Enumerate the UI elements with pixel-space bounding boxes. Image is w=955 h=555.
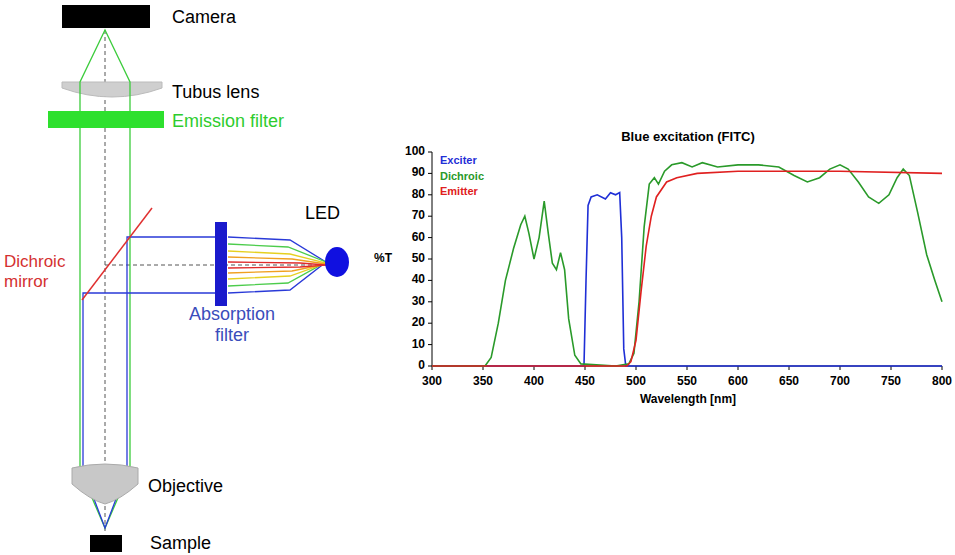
tick-label: 70 [412, 209, 425, 223]
tick-label: 350 [473, 375, 493, 389]
tick-label: 700 [830, 375, 850, 389]
tick-label: 500 [626, 375, 646, 389]
sample [90, 535, 122, 552]
tick-label: 80 [412, 188, 425, 202]
led [325, 247, 349, 277]
tick-label: 20 [412, 316, 425, 330]
transmission-curve [432, 171, 942, 366]
tick-label: 60 [412, 231, 425, 245]
tick-label: 40 [412, 273, 425, 287]
tick-mark [428, 323, 432, 324]
tick-mark [428, 344, 432, 345]
tick-mark [428, 173, 432, 174]
led-ray [228, 251, 326, 279]
tick-mark [428, 152, 432, 153]
objective-lens [72, 464, 138, 504]
emission-beam [80, 30, 130, 528]
axis-title: %T [374, 252, 392, 266]
led-ray [228, 237, 326, 293]
legend-text: Exciter [440, 154, 477, 166]
legend-entry: Exciter [440, 154, 477, 166]
emission-filter [48, 111, 164, 128]
tick-label: 90 [412, 166, 425, 180]
legend-entry: Emitter [440, 185, 478, 197]
tick-mark [428, 366, 432, 367]
part-label: Emission filter [172, 111, 284, 132]
legend-text: Emitter [440, 185, 478, 197]
tick-mark [428, 280, 432, 281]
tick-label: 600 [728, 375, 748, 389]
tick-label: 800 [932, 375, 952, 389]
dichroic-mirror [82, 208, 152, 300]
part-label: Dichroic mirror [4, 252, 80, 291]
led-light-cone [228, 237, 326, 293]
tick-label: 400 [524, 375, 544, 389]
tick-label: 50 [412, 252, 425, 266]
legend-text: Dichroic [440, 170, 484, 182]
legend-entry: Dichroic [440, 170, 484, 182]
chart-title: Blue excitation (FITC) [621, 130, 755, 145]
tick-label: 450 [575, 375, 595, 389]
light-paths [80, 30, 215, 528]
axis-title: Wavelength [nm] [640, 393, 736, 407]
part-label: Sample [150, 533, 211, 554]
optical-axis [105, 30, 335, 532]
tick-mark [428, 301, 432, 302]
part-label: Absorption filter [177, 304, 287, 345]
tick-label: 0 [418, 359, 425, 373]
part-label: Tubus lens [172, 82, 259, 103]
tick-label: 10 [412, 338, 425, 352]
camera-sensor [62, 5, 150, 28]
transmission-curve [432, 193, 942, 366]
transmission-chart [428, 152, 942, 370]
tubus-lens [62, 82, 162, 97]
tick-label: 550 [677, 375, 697, 389]
transmission-curve [432, 163, 942, 366]
led-ray [228, 244, 326, 286]
led-ray [228, 257, 326, 273]
part-label: LED [305, 203, 340, 224]
tick-label: 650 [779, 375, 799, 389]
part-label: Objective [148, 476, 223, 497]
tick-label: 300 [422, 375, 442, 389]
optical-axis-line [105, 30, 106, 532]
tick-label: 750 [881, 375, 901, 389]
part-label: Camera [172, 7, 236, 28]
tick-mark [428, 259, 432, 260]
tick-label: 30 [412, 295, 425, 309]
led-ray [228, 262, 326, 268]
absorption-filter [215, 222, 227, 306]
tick-label: 100 [405, 145, 425, 159]
tick-mark [428, 237, 432, 238]
tick-mark [428, 194, 432, 195]
tick-mark [428, 216, 432, 217]
